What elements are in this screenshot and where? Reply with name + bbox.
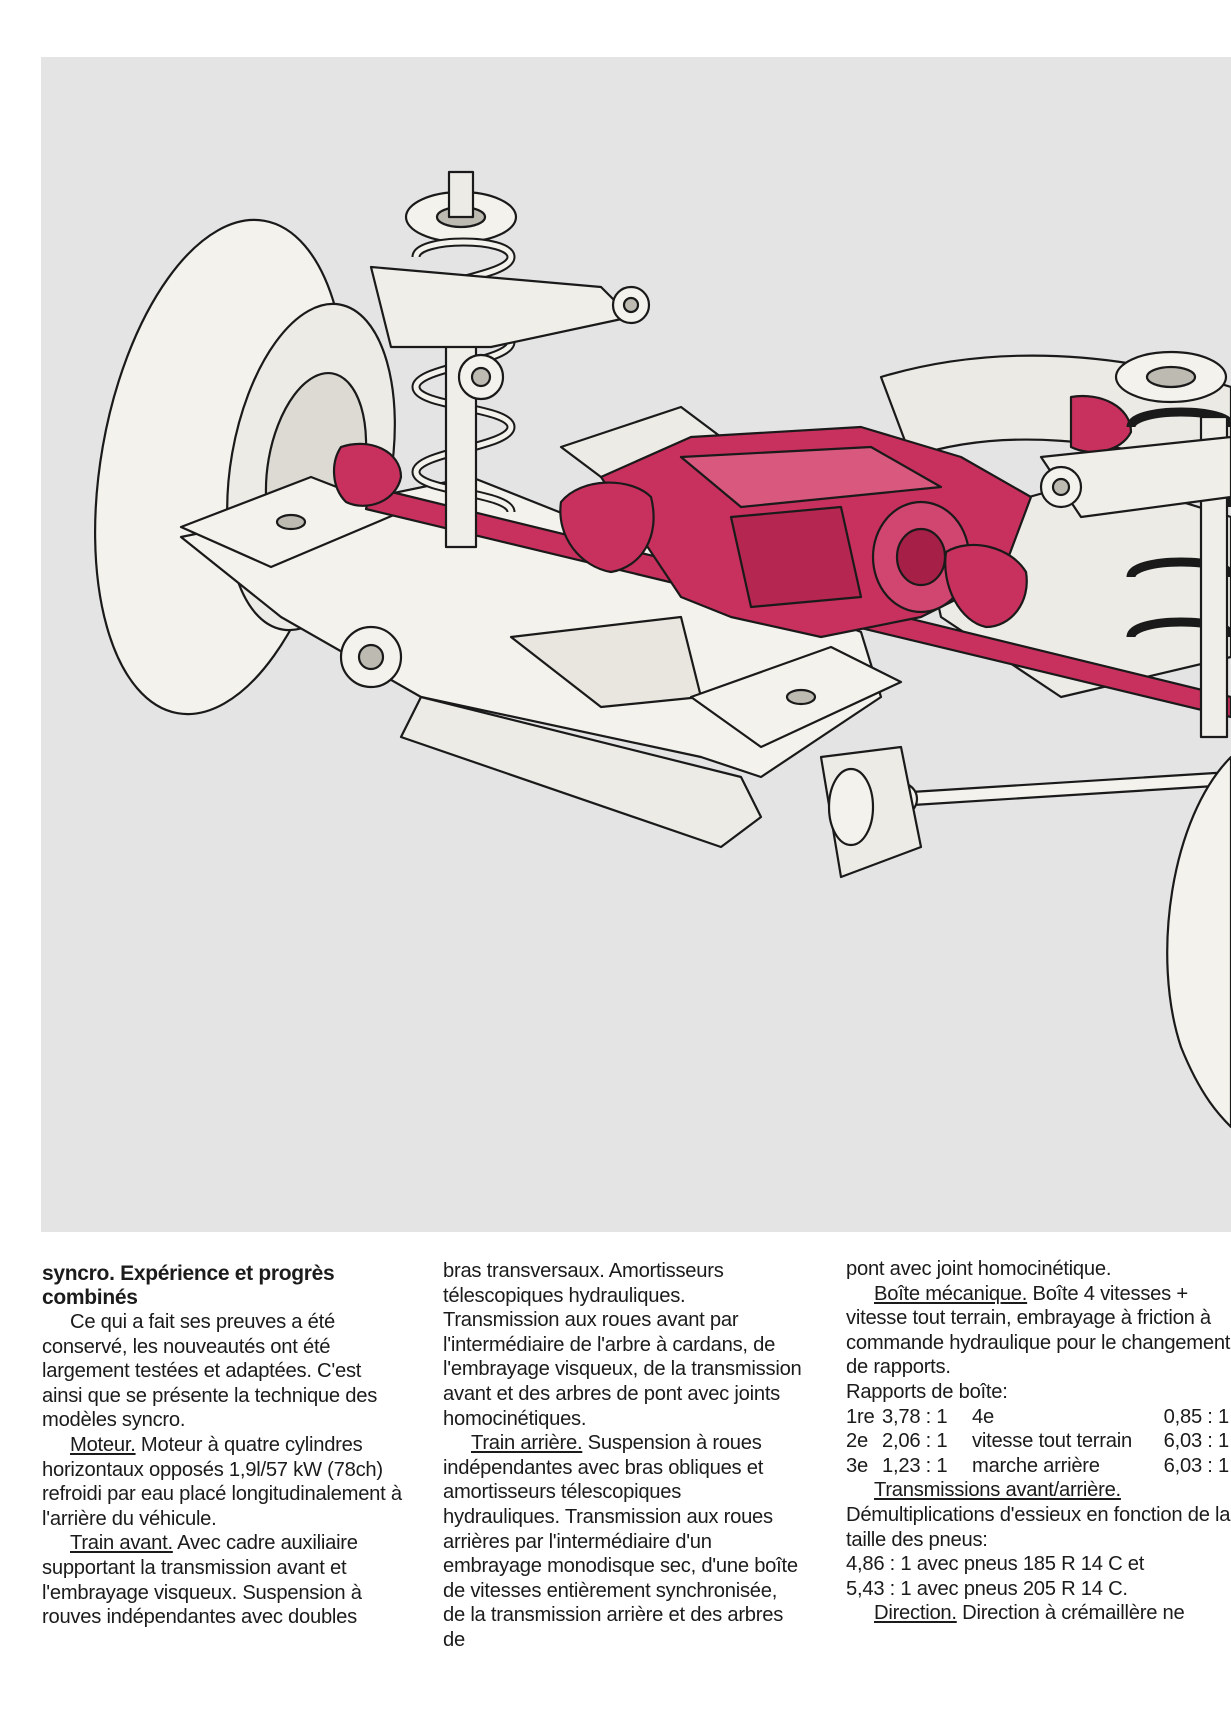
text-column-1: syncro. Expérience et progrès combinés C…	[42, 1262, 402, 1630]
direction-paragraph: Direction. Direction à crémaillère ne	[846, 1601, 1231, 1626]
train-avant-label: Train avant.	[70, 1532, 173, 1555]
moteur-text: Moteur à quatre cylindres horizontaux op…	[42, 1433, 402, 1530]
boite-label: Boîte mécanique.	[874, 1282, 1028, 1305]
train-arriere-text: Suspension à roues indépendantes avec br…	[443, 1432, 798, 1651]
moteur-label: Moteur.	[70, 1433, 136, 1456]
train-arriere-label: Train arrière.	[471, 1432, 583, 1455]
front-axle-drawing	[94, 170, 1231, 1129]
joint-paragraph: pont avec joint homocinétique.	[846, 1258, 1112, 1280]
train-arriere-paragraph: Train arrière. Suspension à roues indépe…	[443, 1431, 803, 1652]
text-column-3: pont avec joint homocinétique. Boîte méc…	[846, 1257, 1231, 1626]
track-rod	[909, 770, 1231, 807]
table-row: 2e 2,06 : 1 vitesse tout terrain 6,03 : …	[846, 1430, 1229, 1453]
gear-ratio-table: 1re 3,78 : 1 4e 0,85 : 1 2e 2,06 : 1 vit…	[846, 1405, 1231, 1479]
transmissions-text: Démultiplications d'essieux en fonction …	[846, 1503, 1231, 1551]
direction-text: Direction à crémaillère ne	[956, 1602, 1185, 1625]
boite-paragraph: Boîte mécanique. Boîte 4 vitesses + vite…	[846, 1282, 1231, 1380]
chassis-illustration	[41, 57, 1231, 1232]
section-heading: syncro. Expérience et progrès combinés	[42, 1262, 335, 1309]
left-upper-arm	[369, 265, 633, 349]
cv-boot-left	[559, 481, 655, 574]
pneus-line-1: 4,86 : 1 avec pneus 185 R 14 C et	[846, 1553, 1145, 1576]
pneus-line-2: 5,43 : 1 avec pneus 205 R 14 C.	[846, 1577, 1128, 1600]
train-avant-paragraph: Train avant. Avec cadre auxiliaire suppo…	[42, 1531, 402, 1629]
text-column-2: bras transversaux. Amortisseurs télescop…	[443, 1259, 803, 1653]
direction-label: Direction.	[874, 1602, 957, 1625]
boite-text: Boîte 4 vitesses + vitesse tout terrain,…	[846, 1282, 1231, 1379]
intro-paragraph: Ce qui a fait ses preuves a été conservé…	[42, 1311, 378, 1432]
table-row: 1re 3,78 : 1 4e 0,85 : 1	[846, 1405, 1229, 1428]
table-row: 3e 1,23 : 1 marche arrière 6,03 : 1	[846, 1454, 1229, 1477]
moteur-paragraph: Moteur. Moteur à quatre cylindres horizo…	[42, 1433, 402, 1531]
train-avant-text: Avec cadre auxiliaire supportant la tran…	[42, 1532, 362, 1629]
transmissions-label: Transmissions avant/arrière.	[874, 1479, 1121, 1502]
transmission-paragraph: bras transversaux. Amortisseurs télescop…	[443, 1260, 802, 1430]
right-tire	[1166, 755, 1231, 1129]
rapports-title: Rapports de boîte:	[846, 1380, 1008, 1403]
transmissions-heading: Transmissions avant/arrière.	[846, 1478, 1231, 1503]
cv-boot-right	[944, 543, 1028, 629]
